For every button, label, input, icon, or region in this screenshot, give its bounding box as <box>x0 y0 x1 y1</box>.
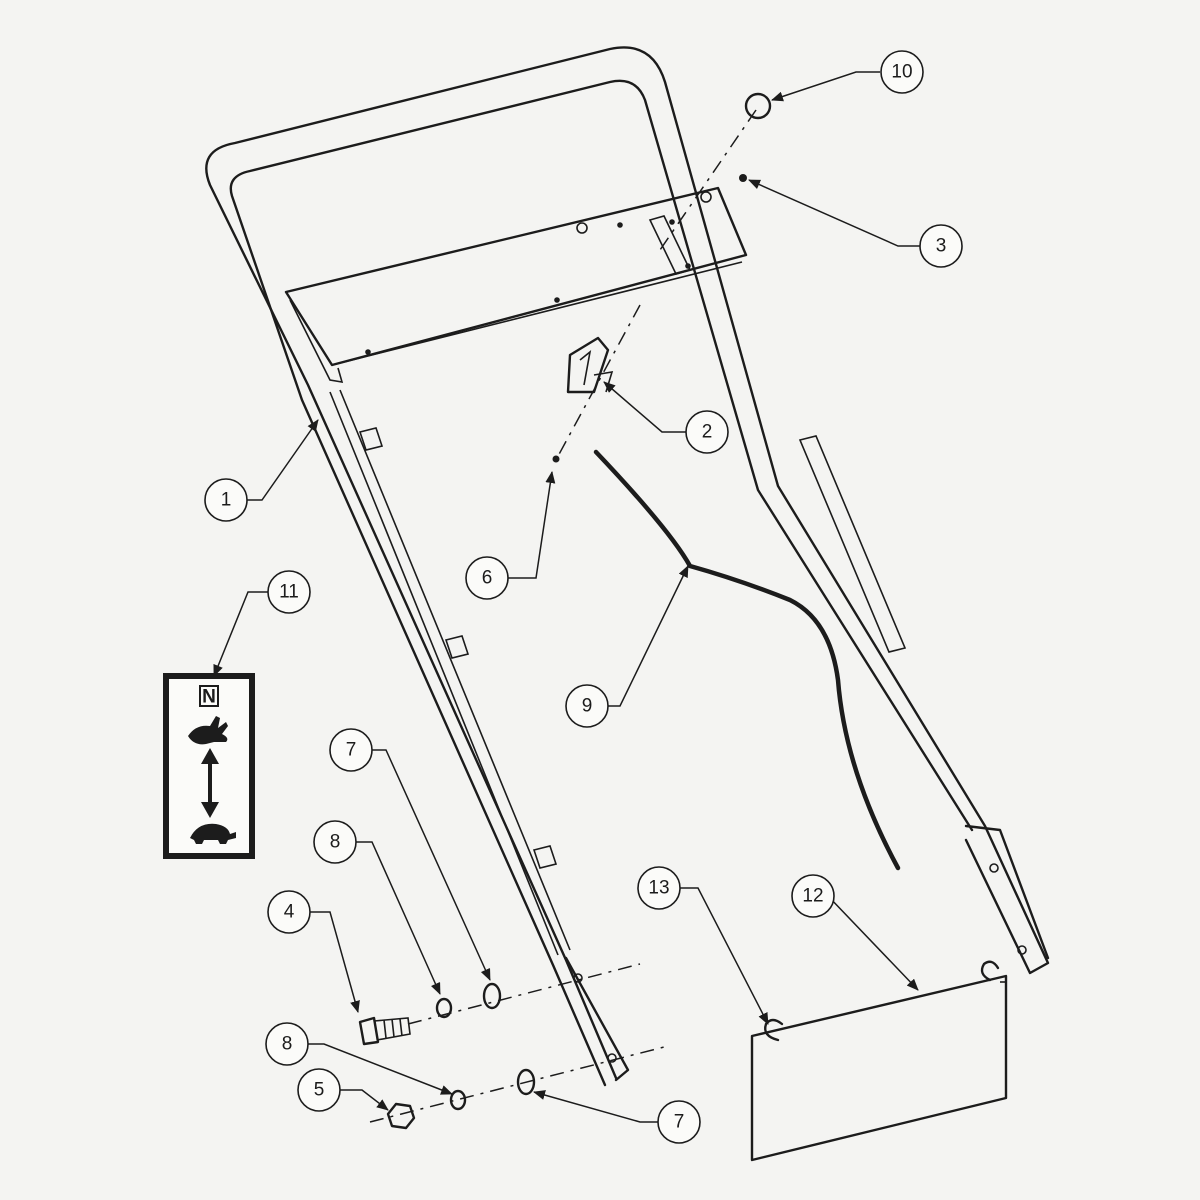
callout-13-label: 13 <box>648 878 669 899</box>
callout-9-label: 9 <box>582 696 593 717</box>
rear-flap <box>750 974 1008 1162</box>
callout-8-lower-label: 8 <box>282 1034 293 1055</box>
flat-washer-upper <box>482 982 502 1010</box>
callout-8-upper-label: 8 <box>330 832 341 853</box>
pin <box>552 455 560 463</box>
callout-11-label: 11 <box>279 582 299 603</box>
control-panel <box>284 186 748 383</box>
fastener-line-upper <box>407 963 641 1025</box>
callout-6-label: 6 <box>482 568 493 589</box>
callout-11: 11 <box>267 570 311 614</box>
bolt <box>358 1016 411 1046</box>
callout-2: 2 <box>685 410 729 454</box>
callout-3: 3 <box>919 224 963 268</box>
turtle-icon <box>190 823 236 844</box>
lock-washer-upper <box>435 997 453 1019</box>
callout-7-upper-label: 7 <box>346 740 357 761</box>
callout-9: 9 <box>565 684 609 728</box>
callout-10: 10 <box>880 50 924 94</box>
speed-decal: N <box>163 673 255 859</box>
callout-7-lower: 7 <box>657 1100 701 1144</box>
rabbit-icon <box>188 716 228 745</box>
callout-12: 12 <box>791 874 835 918</box>
callout-3-label: 3 <box>936 236 947 257</box>
callout-7-upper: 7 <box>329 728 373 772</box>
callout-4: 4 <box>267 890 311 934</box>
callout-6: 6 <box>465 556 509 600</box>
neutral-symbol-icon <box>199 685 219 707</box>
callout-5-label: 5 <box>314 1080 325 1101</box>
callout-5: 5 <box>297 1068 341 1112</box>
flat-washer-lower <box>516 1068 536 1096</box>
callout-13: 13 <box>637 866 681 910</box>
callout-8-lower: 8 <box>265 1022 309 1066</box>
fastener-line-lower <box>369 1045 669 1123</box>
double-arrow-icon <box>201 748 219 818</box>
knob <box>744 92 772 120</box>
neutral-symbol-text: N <box>202 687 216 708</box>
callout-8-upper: 8 <box>313 820 357 864</box>
centre-line-bracket <box>556 304 641 459</box>
callout-1-label: 1 <box>221 490 232 511</box>
callout-10-label: 10 <box>891 62 912 83</box>
callout-12-label: 12 <box>802 886 823 907</box>
throttle-cable <box>593 449 901 871</box>
callout-1: 1 <box>204 478 248 522</box>
callout-2-label: 2 <box>702 422 713 443</box>
lock-washer-lower <box>449 1089 467 1111</box>
handle-frame <box>205 46 1050 1087</box>
centre-line-knob <box>659 109 757 251</box>
callout-4-label: 4 <box>284 902 295 923</box>
flap-clip-right <box>980 960 1000 982</box>
nut <box>386 1102 416 1130</box>
callout-7-lower-label: 7 <box>674 1112 685 1133</box>
screw <box>739 174 747 182</box>
